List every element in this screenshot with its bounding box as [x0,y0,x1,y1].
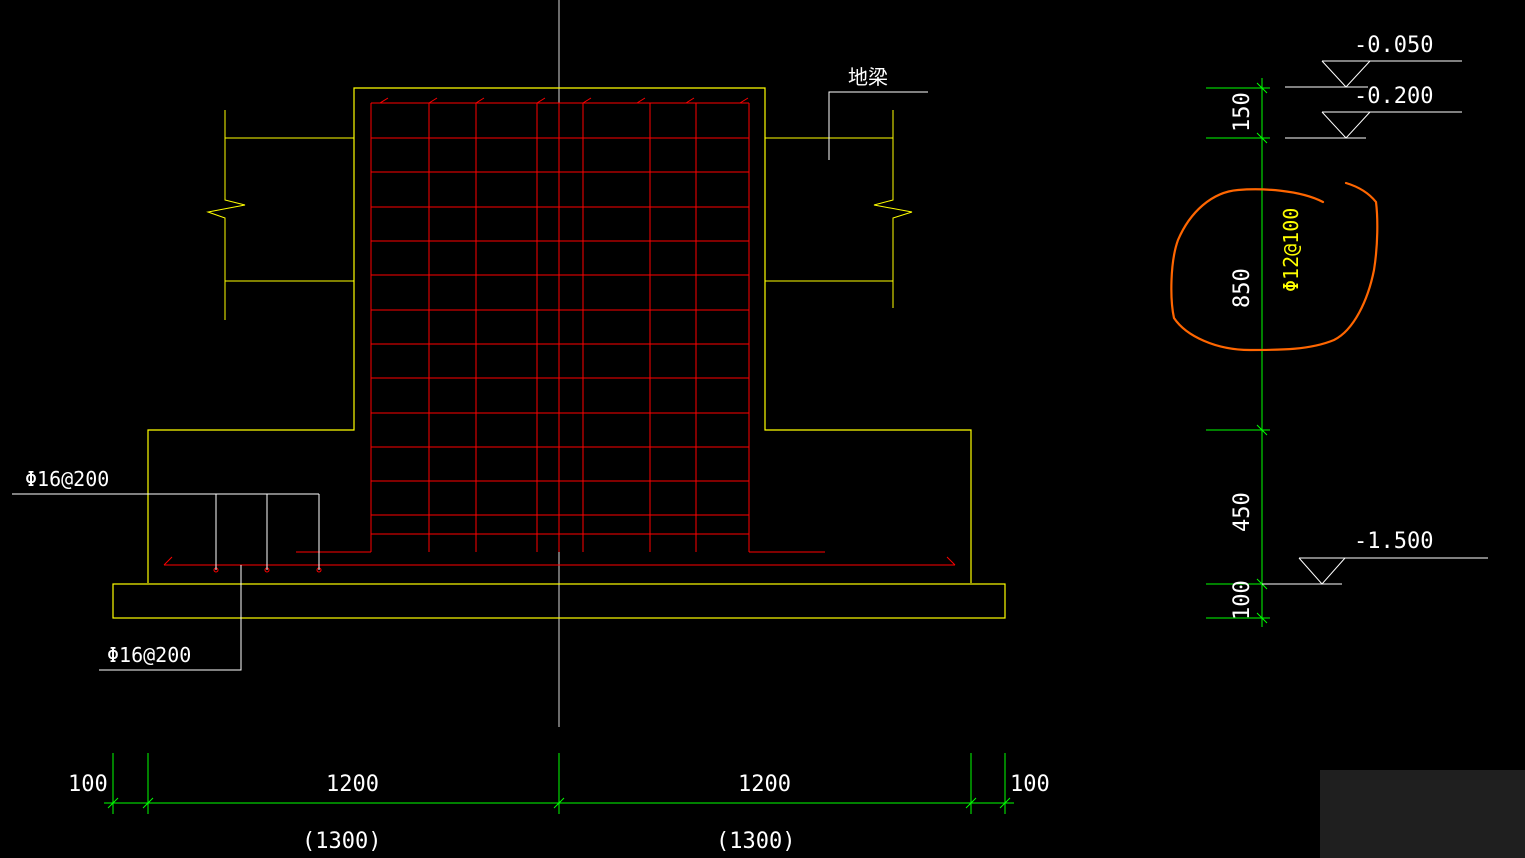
dim-450: 450 [1230,492,1255,532]
dim-right-total: (1300) [716,829,795,854]
rebar-callout-top: Φ16@200 [25,467,109,491]
rebar-hook [428,97,438,104]
rebar-hook [379,97,389,104]
dim-left-total: (1300) [302,829,381,854]
right-ground-beam [765,110,913,308]
ground-beam-leader [828,91,928,160]
dim-850: 850 [1230,268,1255,308]
cushion-layer [112,583,1006,619]
pedestal-outline [147,87,972,583]
dim-right-edge: 100 [1010,772,1050,797]
left-ground-beam [206,110,354,320]
side-rebar-label: Φ12@100 [1279,208,1303,292]
dim-left-edge: 100 [68,772,108,797]
elevation-e2: -0.200 [1354,84,1433,109]
dim-100: 100 [1230,580,1255,620]
rebar-hook [685,97,695,104]
rebar-callout-leaders [12,493,320,671]
markup-circle [1170,181,1379,352]
dim-right-span: 1200 [738,772,791,797]
ground-beam-label: 地梁 [848,65,888,89]
rebar-hook [536,97,546,104]
rebar-hook [475,97,485,104]
bottom-dimension-chain [104,753,1014,814]
elevation-markers [1262,60,1488,585]
rebar-hook [582,97,592,104]
vertical-dimension-chain [1206,78,1270,627]
dim-150: 150 [1230,92,1255,132]
dim-left-span: 1200 [326,772,379,797]
rebar-callout-bottom: Φ16@200 [107,643,191,667]
rebar-hook [636,97,646,104]
elevation-e3: -1.500 [1354,529,1433,554]
rebar-cage [370,97,750,552]
elevation-e1: -0.050 [1354,33,1433,58]
corner-panel [1320,770,1525,858]
rebar-hook [739,97,749,104]
